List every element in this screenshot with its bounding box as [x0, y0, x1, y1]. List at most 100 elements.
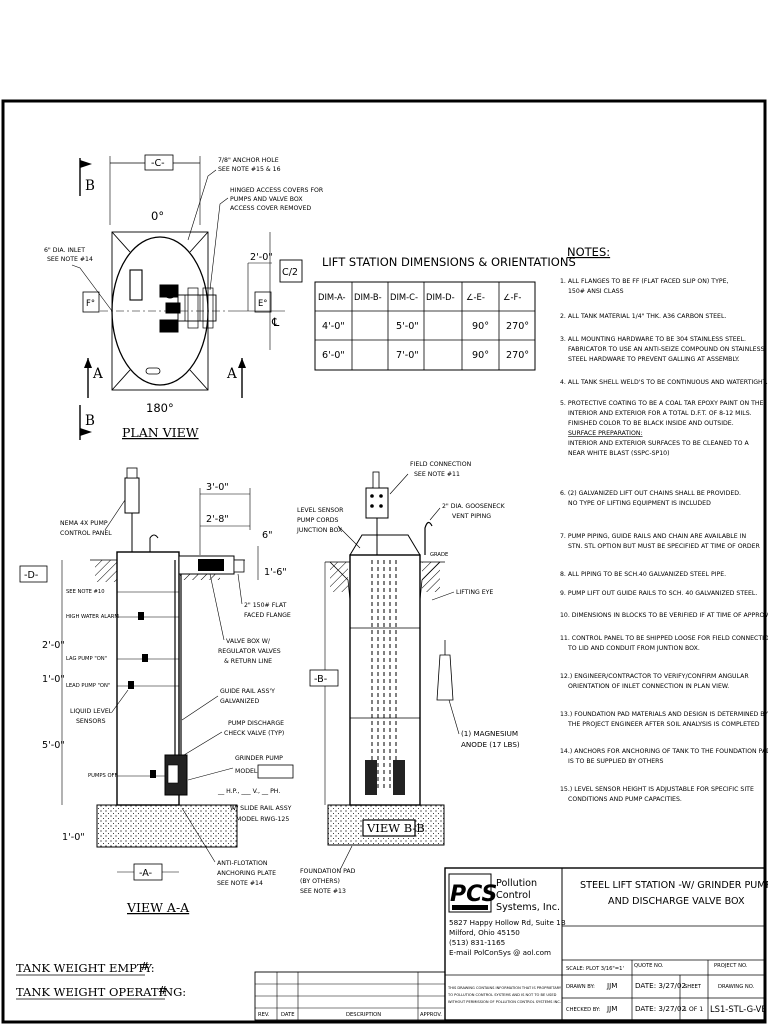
notes-lines: 1. ALL FLANGES TO BE FF (FLAT FACED SLIP… — [560, 278, 768, 803]
plan-section-b-top: B — [85, 178, 95, 194]
aa-guiderail-2: GALVANIZED — [220, 698, 259, 705]
aa-valvebox-2: REGULATOR VALVES — [218, 648, 281, 655]
note-line: ORIENTATION OF INLET CONNECTION IN PLAN … — [568, 683, 729, 690]
weight-operating-label: TANK WEIGHT OPERATING: — [16, 985, 186, 999]
disclaimer-1: THIS DRAWING CONTAINS INFORMATION THAT I… — [447, 986, 562, 990]
aa-dim-2ft: 2'-0" — [42, 640, 65, 651]
dim-table-cell: 4'-0" — [322, 321, 345, 332]
aa-sliderail-1: W/ SLIDE RAIL ASSY — [230, 805, 292, 812]
note-line: 14.) ANCHORS FOR ANCHORING OF TANK TO TH… — [560, 748, 768, 755]
weight-operating-unit: # — [158, 983, 168, 997]
note-line: 2. ALL TANK MATERIAL 1/4" THK. A36 CARBO… — [560, 313, 726, 320]
aa-checkvalve-2: CHECK VALVE (TYP) — [224, 730, 284, 737]
note-line: NEAR WHITE BLAST (SSPC-SP10) — [568, 450, 670, 457]
dim-table-title: LIFT STATION DIMENSIONS & ORIENTATIONS — [322, 255, 576, 269]
note-line: 7. PUMP PIPING, GUIDE RAILS AND CHAIN AR… — [560, 533, 746, 540]
dim-table-header-e: ∠-E- — [466, 292, 485, 302]
bb-gooseneck-2: VENT PIPING — [452, 513, 491, 520]
note-line: NO TYPE OF LIFTING EQUIPMENT IS INCLUDED — [568, 500, 711, 507]
aa-level-lag: LAG PUMP "ON" — [66, 656, 107, 662]
bb-liftingeye: LIFTING EYE — [456, 589, 493, 596]
company-email: E-mail PolConSys @ aol.com — [449, 948, 551, 957]
dim-table-header-f: ∠-F- — [503, 292, 521, 302]
note-line: STEEL HARDWARE TO PREVENT GALLING AT ASS… — [568, 356, 740, 363]
project-no-label: PROJECT NO. — [714, 963, 748, 969]
aa-flange-2: FACED FLANGE — [244, 612, 291, 619]
date-2: DATE: 3/27/02 — [635, 1004, 686, 1013]
note-line: 150# ANSI CLASS — [568, 288, 624, 295]
plan-access-3: ACCESS COVER REMOVED — [230, 205, 311, 212]
aa-dim-1ft6: 1'-6" — [264, 567, 287, 578]
scale-label: SCALE: PLOT 3/16"=1' — [566, 966, 624, 972]
plan-dim-2ft: 2'-0" — [250, 252, 273, 263]
aa-antiflot-3: SEE NOTE #14 — [217, 880, 263, 887]
rev-header-date: DATE — [281, 1012, 295, 1018]
sheet-value: 1 OF 1 — [683, 1006, 703, 1013]
note-line: 9. PUMP LIFT OUT GUIDE RAILS TO SCH. 40 … — [560, 590, 757, 597]
aa-levelsensors-1: LIQUID LEVEL — [70, 708, 113, 715]
aa-dim-6in: 6" — [262, 530, 273, 541]
company-name-2: Control — [496, 890, 531, 901]
bb-fieldconn-1: FIELD CONNECTION — [410, 461, 472, 468]
bb-levelsensor-1: LEVEL SENSOR — [297, 507, 344, 514]
company-address-2: Milford, Ohio 45150 — [449, 928, 520, 937]
plan-dim-e: E° — [258, 298, 267, 308]
aa-level-high: HIGH WATER ALARM — [66, 614, 119, 620]
note-line: TO LID AND CONDUIT FROM JUNTION BOX. — [567, 645, 700, 652]
company-address-1: 5827 Happy Hollow Rd, Suite 1B — [449, 918, 566, 927]
notes: NOTES: 1. ALL FLANGES TO BE FF (FLAT FAC… — [560, 245, 768, 803]
quote-no-label: QUOTE NO. — [634, 963, 664, 969]
weight-empty-label: TANK WEIGHT EMPTY: — [16, 961, 155, 975]
aa-guiderail-1: GUIDE RAIL ASS'Y — [220, 688, 275, 695]
note-line: 8. ALL PIPING TO BE SCH.40 GALVANIZED ST… — [560, 571, 726, 578]
plan-access-2: PUMPS AND VALVE BOX — [230, 196, 303, 203]
company-name-1: Pollution — [496, 878, 537, 889]
aa-grinder-2: MODEL — [235, 768, 258, 775]
bb-foundation-1: FOUNDATION PAD — [300, 868, 356, 875]
plan-inlet-1: 6" DIA. INLET — [44, 247, 85, 254]
drawing-border — [1, 99, 767, 1024]
rev-header-approv: APPROV. — [420, 1012, 442, 1018]
note-line: 5. PROTECTIVE COATING TO BE A COAL TAR E… — [560, 400, 764, 407]
note-line: 13.) FOUNDATION PAD MATERIALS AND DESIGN… — [560, 711, 768, 718]
checked-by-value: JJM — [606, 1004, 617, 1013]
checked-by-label: CHECKED BY: — [566, 1007, 600, 1013]
dim-table-cell: 270° — [506, 350, 529, 361]
aa-hp: __ H.P., ___ V., __ PH. — [217, 788, 280, 795]
bb-fieldconn-2: SEE NOTE #11 — [414, 471, 460, 478]
drawing-no-label: DRAWING NO. — [718, 984, 755, 990]
aa-antiflot-2: ANCHORING PLATE — [217, 870, 276, 877]
plan-section-a-left: A — [92, 366, 103, 382]
bb-levelsensor-2: PUMP CORDS — [297, 517, 339, 524]
view-bb-title: VIEW B-B — [366, 821, 425, 835]
aa-sliderail-2: MODEL RWG-125 — [236, 816, 289, 823]
aa-nema-1: NEMA 4X PUMP — [60, 520, 108, 527]
view-bb: GRADE -B- FIELD C — [296, 461, 520, 895]
bb-levelsensor-3: JUNCTION BOX — [296, 527, 343, 534]
company-name-3: Systems, Inc. — [496, 902, 560, 913]
dim-table-cell: 5'-0" — [396, 321, 419, 332]
note-line: FINISHED COLOR TO BE BLACK INSIDE AND OU… — [568, 420, 734, 427]
plan-section-b-bottom: B — [85, 413, 95, 429]
dim-table-cell: 6'-0" — [322, 350, 345, 361]
plan-inlet-2: SEE NOTE #14 — [47, 256, 93, 263]
notes-title: NOTES: — [567, 245, 610, 259]
dim-table-cell: 270° — [506, 321, 529, 332]
aa-dim-a: -A- — [139, 868, 152, 879]
note-line: 1. ALL FLANGES TO BE FF (FLAT FACED SLIP… — [560, 278, 729, 285]
plan-dim-f: F° — [86, 298, 95, 308]
company-address-3: (513) 831-1165 — [449, 938, 505, 947]
aa-antiflot-1: ANTI-FLOTATION — [217, 860, 268, 867]
plan-cl: ℄ — [271, 315, 280, 329]
aa-dim-d: -D- — [24, 570, 38, 581]
bb-foundation-3: SEE NOTE #13 — [300, 888, 346, 895]
note-line: 11. CONTROL PANEL TO BE SHIPPED LOOSE FO… — [560, 635, 768, 642]
drawing-title-2: AND DISCHARGE VALVE BOX — [608, 896, 745, 907]
drawing-title-1: STEEL LIFT STATION -W/ GRINDER PUMPS — [580, 880, 768, 891]
note-line: 4. ALL TANK SHELL WELD'S TO BE CONTINUOU… — [560, 379, 768, 386]
plan-view: -C- B B 0° — [44, 154, 324, 440]
dim-table-cell: 90° — [472, 350, 489, 361]
plan-angle-180: 180° — [146, 401, 174, 415]
note-line: 15.) LEVEL SENSOR HEIGHT IS ADJUSTABLE F… — [560, 786, 754, 793]
dim-table-header-c: DIM-C- — [390, 292, 418, 302]
